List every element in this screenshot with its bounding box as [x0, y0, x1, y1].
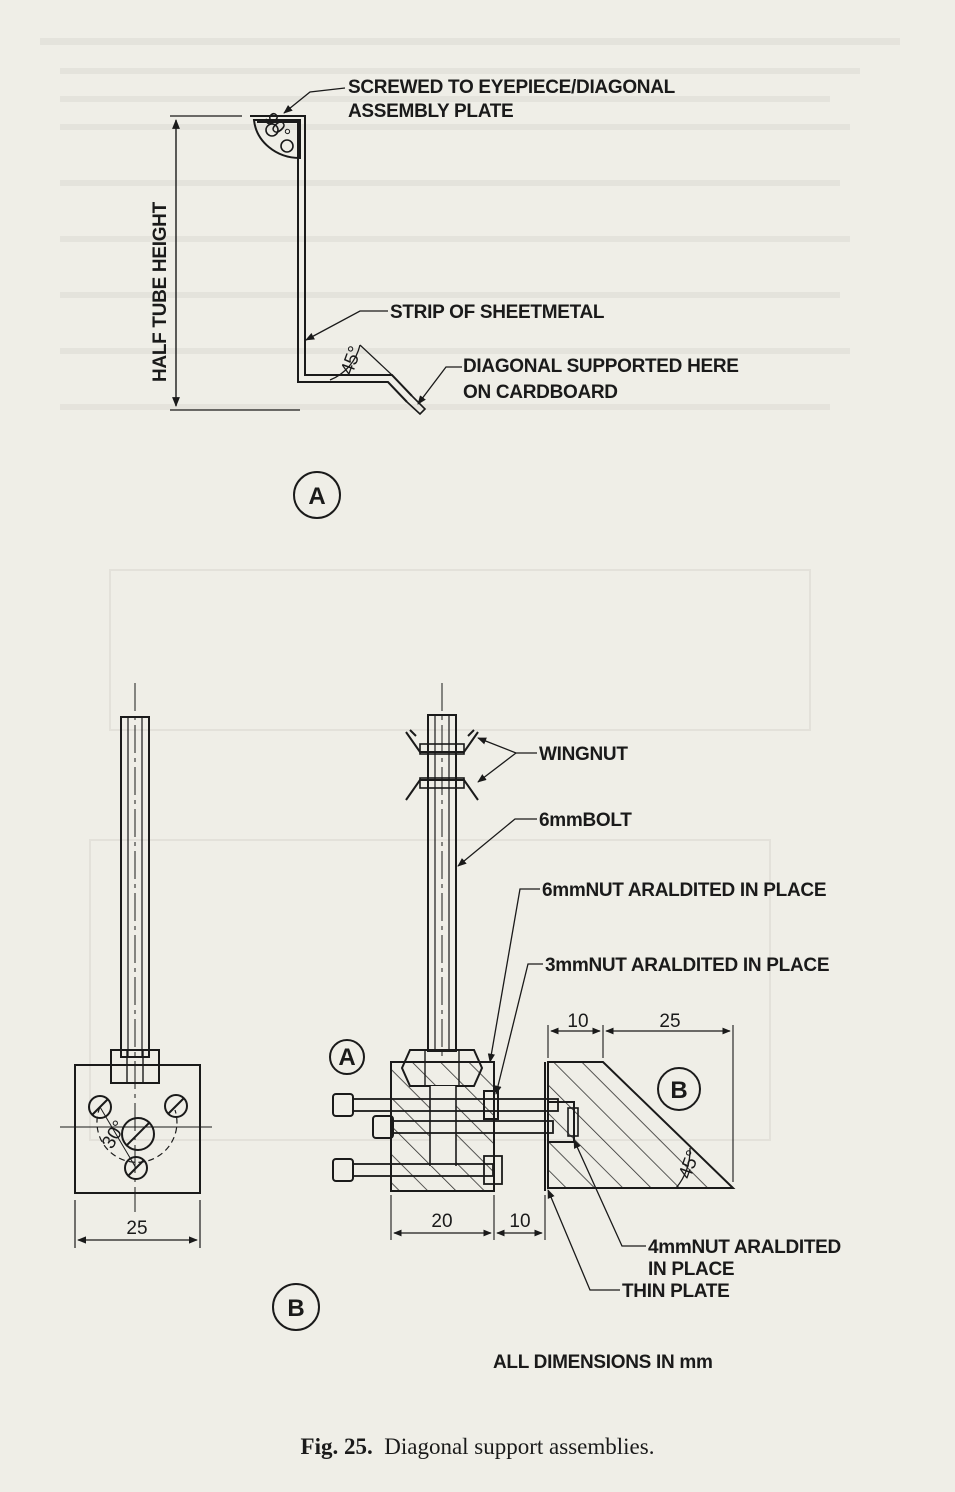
caption-number: Fig. 25. [300, 1434, 373, 1459]
dim-block-b-small: 10 [567, 1011, 588, 1032]
dimensions-note: ALL DIMENSIONS IN mm [493, 1352, 713, 1373]
thin-plate-label: THIN PLATE [622, 1281, 729, 1302]
figure-caption: Fig. 25. Diagonal support assemblies. [0, 1434, 955, 1460]
dim-block-a-width: 20 [431, 1211, 452, 1232]
wing-nuts [405, 729, 479, 801]
block-a-marker: A [338, 1044, 355, 1071]
nut-6mm-label: 6mmNUT ARALDITED IN PLACE [542, 880, 826, 901]
screwed-label-line1: SCREWED TO EYEPIECE/DIAGONAL [348, 77, 676, 98]
block-b-marker: B [670, 1077, 687, 1104]
caption-text: Diagonal support assemblies. [384, 1434, 655, 1459]
figure-a-marker: A [308, 483, 325, 510]
front-screw-holes [88, 1094, 188, 1180]
nut-4mm-label-line1: 4mmNUT ARALDITED [648, 1237, 841, 1258]
nut-4mm-label-line2: IN PLACE [648, 1259, 734, 1280]
figure-b-side-view: B 45° A 10 25 20 10 WINGNUT 6mmBOLT 6mmN… [272, 683, 841, 1373]
diagonal-label-line2: ON CARDBOARD [463, 382, 618, 403]
diagonal-label-line1: DIAGONAL SUPPORTED HERE [463, 356, 739, 377]
figure-b-front-view: 30° 25 [60, 683, 212, 1248]
nut-3mm-label: 3mmNUT ARALDITED IN PLACE [545, 955, 829, 976]
figure-a-drawing: HALF TUBE HEIGHT 90° 45° SCREWED TO EYEP… [150, 77, 739, 519]
bolt-label: 6mmBOLT [539, 810, 632, 831]
screwed-label-line2: ASSEMBLY PLATE [348, 101, 513, 122]
diagram-canvas: HALF TUBE HEIGHT 90° 45° SCREWED TO EYEP… [40, 38, 900, 1373]
dim-gap: 10 [509, 1211, 530, 1232]
half-tube-height-label: HALF TUBE HEIGHT [150, 201, 171, 382]
dim-block-b-large: 25 [659, 1011, 680, 1032]
figure-a-hole-angle: 90° [259, 109, 294, 145]
front-width-dimension: 25 [126, 1218, 147, 1239]
wing-nut-label: WINGNUT [539, 744, 628, 765]
figure-b-marker: B [287, 1295, 304, 1322]
strip-label: STRIP OF SHEETMETAL [390, 302, 605, 323]
